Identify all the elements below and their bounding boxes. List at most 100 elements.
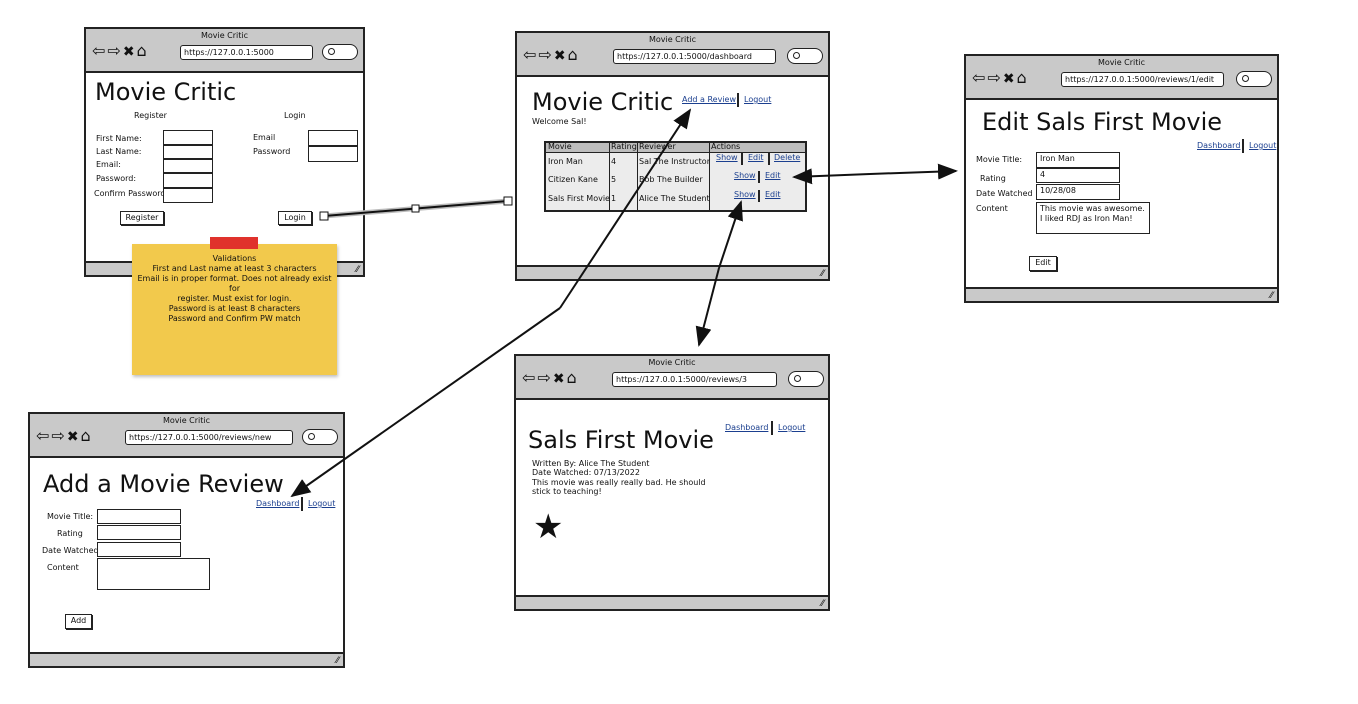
forward-icon[interactable]: ⇨: [51, 426, 67, 445]
content-field[interactable]: [97, 558, 210, 590]
resize-grip-icon[interactable]: ⁄⁄: [355, 265, 359, 275]
home-icon[interactable]: ⌂: [1016, 68, 1029, 87]
rating-field[interactable]: 4: [1036, 168, 1120, 183]
register-button[interactable]: Register: [120, 211, 164, 225]
close-icon[interactable]: ✖: [552, 371, 567, 387]
rating-label: Rating: [980, 174, 1006, 183]
show-link[interactable]: Show: [734, 190, 756, 199]
rating-field[interactable]: [97, 525, 181, 540]
add-review-connector[interactable]: [559, 108, 692, 309]
logout-link[interactable]: Logout: [744, 95, 772, 104]
home-icon[interactable]: ⌂: [567, 45, 580, 64]
star-icon: ★: [533, 507, 564, 547]
search-icon[interactable]: [302, 429, 338, 445]
sticky-line: register. Must exist for login.: [177, 294, 292, 303]
password-field[interactable]: [163, 173, 213, 188]
show-link[interactable]: Show: [716, 153, 738, 162]
content-field[interactable]: This movie was awesome. I liked RDJ as I…: [1036, 202, 1150, 234]
edit-link[interactable]: Edit: [765, 190, 781, 199]
search-icon[interactable]: [322, 44, 358, 60]
back-icon[interactable]: ⇦: [972, 68, 988, 87]
close-icon[interactable]: ✖: [1002, 71, 1017, 87]
search-icon[interactable]: [787, 48, 823, 64]
table-cell: Sals First Movie: [548, 194, 610, 203]
dashboard-link-connector[interactable]: [290, 307, 561, 498]
login-email-field[interactable]: [308, 130, 358, 146]
date-watched-field[interactable]: [97, 542, 181, 557]
home-icon[interactable]: ⌂: [136, 41, 149, 60]
table-cell: Sal The Instructor: [639, 157, 710, 166]
edit-review-window: Movie Critic ⇦⇨✖⌂ https://127.0.0.1:5000…: [964, 54, 1279, 303]
sticky-title: Validations: [212, 254, 257, 263]
url-bar[interactable]: https://127.0.0.1:5000/dashboard: [613, 49, 776, 64]
edit-link[interactable]: Edit: [765, 171, 781, 180]
url-bar[interactable]: https://127.0.0.1:5000/reviews/new: [125, 430, 293, 445]
resize-grip-icon[interactable]: ⁄⁄: [820, 269, 824, 279]
back-icon[interactable]: ⇦: [92, 41, 108, 60]
edit-link[interactable]: Edit: [748, 153, 764, 162]
search-icon[interactable]: [1236, 71, 1272, 87]
home-icon[interactable]: ⌂: [80, 426, 93, 445]
movie-title-field[interactable]: [97, 509, 181, 524]
login-button[interactable]: Login: [278, 211, 312, 225]
url-bar[interactable]: https://127.0.0.1:5000: [180, 45, 313, 60]
url-bar[interactable]: https://127.0.0.1:5000/reviews/3: [612, 372, 777, 387]
search-icon[interactable]: [788, 371, 824, 387]
show-connector[interactable]: [718, 200, 743, 269]
forward-icon[interactable]: ⇨: [987, 68, 1003, 87]
home-icon[interactable]: ⌂: [566, 368, 579, 387]
status-bar: ⁄⁄: [517, 265, 828, 279]
last-name-field[interactable]: [163, 145, 213, 159]
logout-link[interactable]: Logout: [1249, 141, 1277, 150]
back-icon[interactable]: ⇦: [36, 426, 52, 445]
email-field[interactable]: [163, 159, 213, 173]
url-bar[interactable]: https://127.0.0.1:5000/reviews/1/edit: [1061, 72, 1224, 87]
close-icon[interactable]: ✖: [122, 44, 137, 60]
confirm-password-field[interactable]: [163, 188, 213, 203]
dashboard-link[interactable]: Dashboard: [725, 423, 769, 432]
show-connector[interactable]: [695, 267, 720, 347]
movie-title-field[interactable]: Iron Man: [1036, 152, 1120, 168]
sticky-line: Email is in proper format. Does not alre…: [137, 274, 332, 293]
column-header: Actions: [711, 142, 741, 151]
close-icon[interactable]: ✖: [66, 429, 81, 445]
browser-chrome: Movie Critic ⇦⇨✖⌂ https://127.0.0.1:5000…: [517, 33, 828, 77]
forward-icon[interactable]: ⇨: [537, 368, 553, 387]
column-header: Rating: [611, 142, 637, 151]
login-email-label: Email: [253, 133, 276, 142]
resize-grip-icon[interactable]: ⁄⁄: [335, 656, 339, 666]
back-icon[interactable]: ⇦: [522, 368, 538, 387]
resize-grip-icon[interactable]: ⁄⁄: [1269, 291, 1273, 301]
date-watched-field[interactable]: 10/28/08: [1036, 184, 1120, 200]
add-review-link[interactable]: Add a Review: [682, 95, 737, 104]
browser-chrome: Movie Critic ⇦⇨✖⌂ https://127.0.0.1:5000…: [966, 56, 1277, 100]
first-name-field[interactable]: [163, 130, 213, 145]
link-divider: [301, 497, 303, 511]
login-to-dashboard-connector[interactable]: [319, 196, 513, 221]
resize-grip-icon[interactable]: ⁄⁄: [820, 599, 824, 609]
forward-icon[interactable]: ⇨: [107, 41, 123, 60]
register-login-window: Movie Critic ⇦⇨✖⌂ https://127.0.0.1:5000…: [84, 27, 365, 277]
logout-link[interactable]: Logout: [308, 499, 336, 508]
edit-connector[interactable]: [792, 168, 871, 185]
back-icon[interactable]: ⇦: [523, 45, 539, 64]
show-link[interactable]: Show: [734, 171, 756, 180]
delete-link[interactable]: Delete: [774, 153, 801, 162]
login-password-field[interactable]: [308, 146, 358, 162]
edit-button[interactable]: Edit: [1029, 256, 1057, 271]
window-title: Movie Critic: [648, 35, 697, 44]
browser-chrome: Movie Critic ⇦⇨✖⌂ https://127.0.0.1:5000: [86, 29, 363, 73]
edit-connector[interactable]: [869, 163, 958, 180]
welcome-text: Welcome Sal!: [532, 117, 587, 126]
close-icon[interactable]: ✖: [553, 48, 568, 64]
add-button[interactable]: Add: [65, 614, 92, 629]
dashboard-link[interactable]: Dashboard: [1197, 141, 1241, 150]
dashboard-link[interactable]: Dashboard: [256, 499, 300, 508]
review-content-line: This movie was really really bad. He sho…: [532, 478, 706, 487]
password-label: Password:: [96, 174, 137, 183]
logout-link[interactable]: Logout: [778, 423, 806, 432]
forward-icon[interactable]: ⇨: [538, 45, 554, 64]
window-title: Movie Critic: [1097, 58, 1146, 67]
window-title: Movie Critic: [162, 416, 211, 425]
table-cell: Alice The Student: [639, 194, 710, 203]
